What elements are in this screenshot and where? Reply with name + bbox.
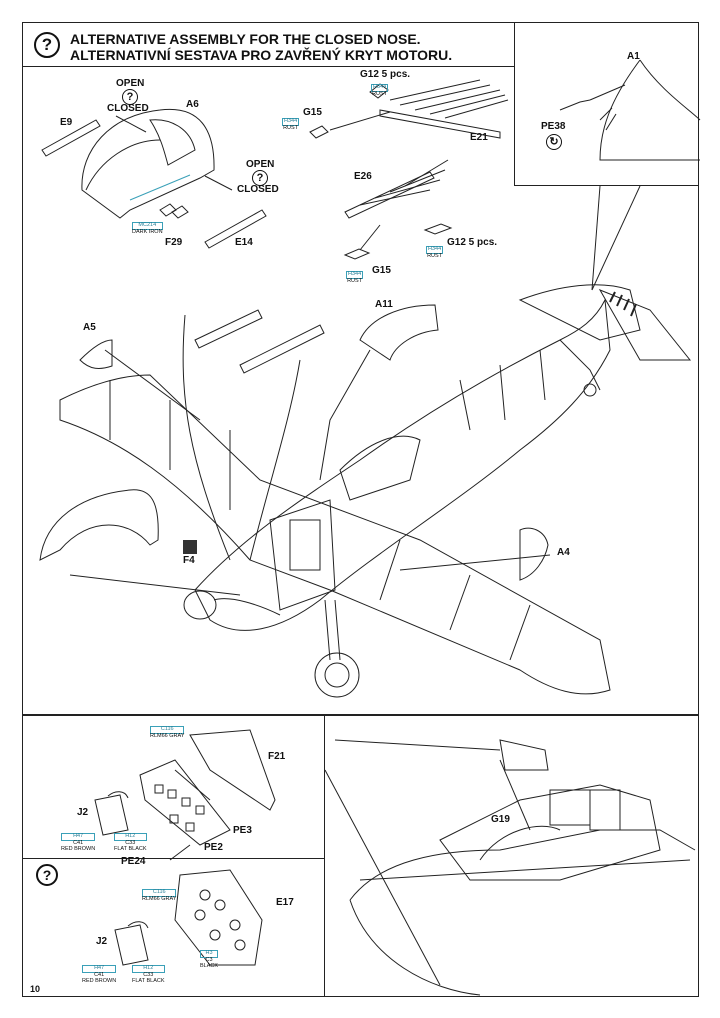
label-pe2: PE2	[204, 842, 223, 853]
label-g12-bot: G12 5 pcs.	[447, 237, 498, 248]
label-a4: A4	[557, 547, 570, 558]
label-j2-top: J2	[77, 807, 89, 818]
label-pe24: PE24	[121, 856, 146, 867]
label-open-1: OPEN	[116, 78, 145, 89]
label-f29: F29	[165, 237, 183, 248]
label-closed-2: CLOSED	[237, 184, 279, 195]
label-g15-bot: G15	[372, 265, 391, 276]
label-e9: E9	[60, 117, 73, 128]
header-divider	[22, 66, 514, 67]
rotate-icon: ↻	[546, 134, 562, 150]
header-title-cz: ALTERNATIVNÍ SESTAVA PRO ZAVŘENÝ KRYT MO…	[70, 47, 453, 63]
label-g15-top: G15	[303, 107, 322, 118]
top-section-frame	[22, 22, 699, 715]
question-icon: ?	[34, 32, 60, 58]
label-a1: A1	[627, 51, 640, 62]
alternative-box-frame	[22, 858, 325, 997]
label-a6: A6	[186, 99, 199, 110]
label-f21: F21	[268, 751, 286, 762]
label-e21: E21	[470, 132, 488, 143]
label-e26: E26	[354, 171, 372, 182]
label-g12-top: G12 5 pcs.	[360, 69, 411, 80]
header-title-en: ALTERNATIVE ASSEMBLY FOR THE CLOSED NOSE…	[70, 31, 421, 47]
label-j2-bot: J2	[96, 936, 108, 947]
question-icon-alt: ?	[36, 864, 58, 886]
label-a11: A11	[375, 299, 393, 310]
label-open-2: OPEN	[246, 159, 275, 170]
page-number: 10	[30, 984, 41, 994]
label-pe3: PE3	[233, 825, 252, 836]
label-closed-1: CLOSED	[107, 103, 149, 114]
label-g19: G19	[491, 814, 510, 825]
question-icon-small: ?	[252, 170, 268, 186]
label-a5: A5	[83, 322, 96, 333]
question-icon-small: ?	[122, 89, 138, 105]
label-e14: E14	[235, 237, 253, 248]
inset-frame	[514, 22, 699, 186]
label-e17: E17	[276, 897, 294, 908]
label-f4: F4	[183, 555, 195, 566]
label-pe38: PE38	[541, 121, 566, 132]
